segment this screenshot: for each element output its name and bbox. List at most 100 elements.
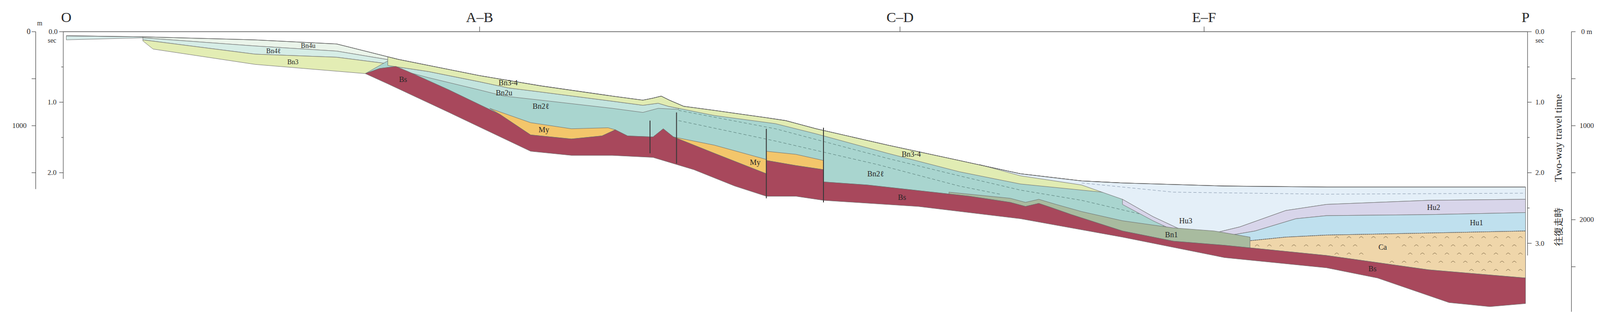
lithology-mark: [1426, 261, 1431, 263]
lithology-mark: [1359, 252, 1364, 255]
axis-tick-label: 1000: [1579, 122, 1594, 130]
axis-tick: [1527, 31, 1532, 33]
station-letter: P: [1521, 10, 1530, 25]
axis-tick: [59, 31, 64, 33]
seafloor-line: [66, 35, 1526, 188]
fault-line: [765, 128, 767, 199]
axis-tick-label: 0 m: [1581, 28, 1593, 36]
lithology-mark: [1512, 244, 1517, 247]
lithology-mark: [1414, 261, 1419, 263]
lithology-mark: [1457, 236, 1462, 239]
axis-tick: [1527, 207, 1530, 208]
lithology-mark: [1451, 261, 1456, 263]
layer-label: Bs: [898, 193, 907, 202]
layer-label: Hu1: [1469, 218, 1484, 227]
axis-title: 往復走時: [1553, 207, 1564, 246]
axis-tick: [31, 125, 36, 126]
lithology-mark: [1499, 261, 1505, 263]
lithology-mark: [1481, 269, 1486, 271]
axis-tick: [1571, 125, 1576, 126]
axis-tick: [61, 137, 64, 138]
layer-label: Bs: [399, 75, 408, 84]
axis-tick: [31, 172, 36, 173]
lithology-mark: [1469, 269, 1474, 271]
lithology-mark: [1518, 252, 1523, 255]
axis-tick-label: 3.0: [1535, 239, 1545, 247]
lithology-mark: [1493, 269, 1498, 271]
lithology-mark: [1481, 252, 1486, 255]
station-tick: [1203, 26, 1205, 32]
lithology-mark: [1371, 236, 1376, 239]
depth-axis: [35, 31, 36, 189]
lithology-mark: [1383, 236, 1388, 239]
lithology-mark: [1414, 244, 1419, 247]
layer-label: Bn2ℓ: [532, 102, 549, 111]
lithology-mark: [1347, 252, 1352, 255]
fault-line: [649, 120, 651, 154]
section-group: [31, 26, 1576, 312]
lithology-mark: [1512, 261, 1517, 263]
lithology-mark: [1487, 261, 1493, 263]
lithology-mark: [1267, 244, 1272, 247]
layer-label: Bn4u: [300, 42, 316, 50]
station-letter: A–B: [466, 10, 494, 25]
axis-tick-label: 2.0: [1535, 169, 1545, 177]
axis-tick: [1527, 172, 1532, 173]
time-axis: [63, 31, 64, 179]
lithology-mark: [1426, 244, 1431, 247]
axis-tick: [1571, 266, 1576, 267]
axis-tick: [59, 102, 64, 103]
lithology-mark: [1353, 244, 1358, 247]
axis-tick: [1571, 78, 1576, 80]
lithology-mark: [1432, 236, 1438, 239]
station-letter: O: [61, 10, 72, 25]
lithology-mark: [1506, 269, 1511, 271]
lithology-mark: [1438, 244, 1443, 247]
lithology-mark: [1475, 244, 1480, 247]
lithology-mark: [1469, 236, 1474, 239]
lithology-mark: [1334, 236, 1339, 239]
axis-tick-label: 0.0: [48, 28, 58, 36]
horizon-dashed: [1081, 182, 1526, 195]
axis-tick-label: 0.0: [1535, 28, 1545, 36]
lithology-mark: [1457, 252, 1462, 255]
layer-label: Bn2u: [495, 89, 513, 97]
layer-label: Bn2ℓ: [867, 170, 884, 178]
axis-tick: [61, 66, 64, 68]
axis-tick-label: 1.0: [47, 98, 57, 106]
lithology-mark: [1316, 244, 1321, 247]
lithology-mark: [1451, 244, 1456, 247]
layer-label: Bs: [1368, 264, 1377, 273]
unit-label: m: [37, 20, 43, 27]
lithology-mark: [1506, 252, 1511, 255]
layer-label: Bn3-4: [498, 79, 518, 87]
lithology-mark: [1518, 236, 1523, 239]
station-letter: C–D: [886, 10, 914, 25]
lithology-mark: [1279, 244, 1284, 247]
station-tick: [479, 26, 480, 32]
stratum-band: [142, 39, 393, 74]
layer-label: Bn3: [287, 58, 299, 66]
axis-tick-label: 2000: [1579, 216, 1594, 224]
lithology-mark: [1408, 252, 1413, 255]
lithology-mark: [1255, 244, 1260, 247]
lithology-mark: [1463, 244, 1468, 247]
lithology-mark: [1469, 252, 1474, 255]
axis-tick: [1571, 31, 1576, 33]
lithology-mark: [1347, 236, 1352, 239]
lithology-mark: [1475, 261, 1480, 263]
horizon-dotted: [1245, 230, 1526, 241]
lithology-mark: [1408, 236, 1413, 239]
layer-label: Bn4ℓ: [266, 47, 281, 55]
lithology-mark: [1420, 236, 1425, 239]
axis-tick: [1527, 102, 1532, 103]
lithology-mark: [1438, 261, 1443, 263]
axis-tick: [1571, 219, 1576, 220]
lithology-mark: [1493, 236, 1498, 239]
lithology-mark: [1359, 236, 1364, 239]
lithology-mark: [1340, 244, 1346, 247]
axis-tick: [31, 31, 36, 33]
axis-tick: [59, 172, 64, 173]
profile-axis: [63, 31, 1528, 33]
